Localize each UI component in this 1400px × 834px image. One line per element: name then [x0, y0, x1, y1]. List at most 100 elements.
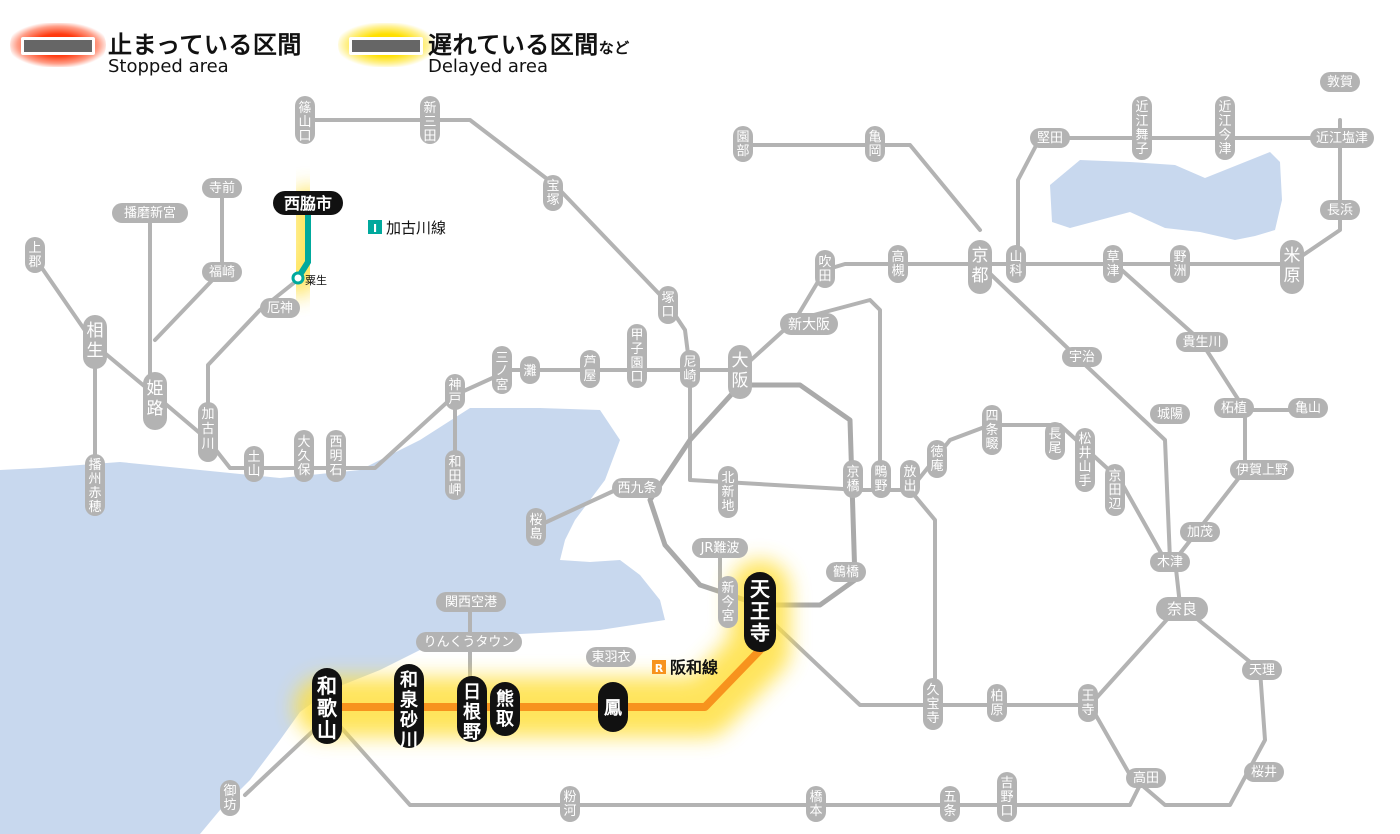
- station-tennoji[interactable]: 天王寺: [744, 572, 776, 652]
- station-nishikujo[interactable]: 西九条: [612, 478, 662, 498]
- station-kizu[interactable]: 木津: [1150, 552, 1190, 572]
- svg-text:亀岡: 亀岡: [868, 130, 881, 159]
- station-gojo[interactable]: 五条: [940, 786, 960, 822]
- station-oji[interactable]: 王寺: [1078, 684, 1098, 722]
- station-kibukawa[interactable]: 貴生川: [1176, 332, 1228, 352]
- station-kameyama[interactable]: 亀山: [1288, 398, 1328, 418]
- station-takada[interactable]: 高田: [1126, 768, 1166, 788]
- svg-text:三ノ宮: 三ノ宮: [495, 351, 508, 393]
- station-wadamisaki[interactable]: 和田岬: [445, 450, 465, 500]
- station-maibara[interactable]: 米原: [1280, 240, 1304, 294]
- station-kyoto[interactable]: 京都: [968, 240, 992, 294]
- station-yashiro[interactable]: 厄神: [260, 298, 300, 318]
- legend-delayed: 遅れている区間など Delayed area: [330, 15, 670, 77]
- station-joyo[interactable]: 城陽: [1150, 404, 1190, 424]
- station-ashiya[interactable]: 芦屋: [580, 350, 600, 388]
- station-kyotanabe[interactable]: 京田辺: [1105, 464, 1125, 516]
- station-wakayama[interactable]: 和歌山: [312, 668, 342, 744]
- station-sakurai[interactable]: 桜井: [1244, 762, 1284, 782]
- station-shinsanda[interactable]: 新三田: [420, 96, 440, 144]
- svg-text:京都: 京都: [972, 246, 989, 286]
- station-banshuako[interactable]: 播州赤穂: [85, 454, 105, 516]
- station-otori[interactable]: 鳳: [598, 682, 628, 732]
- station-koshienguchi[interactable]: 甲子園口: [627, 324, 647, 388]
- svg-text:米原: 米原: [1284, 246, 1301, 286]
- station-takarazuka[interactable]: 宝塚: [543, 175, 563, 211]
- station-omimaiko[interactable]: 近江舞子: [1132, 96, 1152, 160]
- svg-text:尼崎: 尼崎: [683, 355, 696, 384]
- station-himeji[interactable]: 姫路: [143, 372, 167, 430]
- station-nada[interactable]: 灘: [520, 356, 540, 384]
- station-kakogawa[interactable]: 加古川: [198, 402, 218, 462]
- station-kokawa[interactable]: 粉河: [560, 786, 580, 822]
- station-kusatsu[interactable]: 草津: [1103, 245, 1123, 283]
- svg-text:王寺: 王寺: [1081, 689, 1094, 718]
- station-kumatori[interactable]: 熊取: [490, 682, 520, 736]
- station-tsuge[interactable]: 柘植: [1214, 398, 1254, 418]
- station-hineno[interactable]: 日根野: [457, 676, 487, 743]
- station-tsuruhashi[interactable]: 鶴橋: [826, 562, 866, 582]
- station-fukusaki[interactable]: 福崎: [202, 262, 242, 282]
- station-omishiotsu[interactable]: 近江塩津: [1310, 128, 1374, 148]
- station-kyuhoji[interactable]: 久宝寺: [923, 678, 943, 730]
- station-uji[interactable]: 宇治: [1062, 347, 1102, 367]
- station-yoshinoguchi[interactable]: 吉野口: [997, 772, 1017, 822]
- line-tag-kakogawa[interactable]: I 加古川線: [368, 219, 446, 237]
- station-kamigori[interactable]: 上郡: [25, 237, 45, 273]
- station-kyobashi[interactable]: 京橋: [843, 460, 863, 498]
- station-katata[interactable]: 堅田: [1030, 128, 1070, 148]
- station-aioi[interactable]: 相生: [83, 315, 107, 369]
- station-shigino[interactable]: 鴫野: [871, 460, 891, 498]
- station-harimashingu[interactable]: 播磨新宮: [112, 203, 188, 223]
- line-tag-hanwa[interactable]: R 阪和線: [652, 658, 718, 677]
- station-kashiwara[interactable]: 柏原: [987, 684, 1007, 722]
- station-okubo[interactable]: 大久保: [294, 430, 314, 482]
- station-suita[interactable]: 吹田: [815, 250, 835, 288]
- station-yamashina[interactable]: 山科: [1006, 245, 1026, 283]
- station-tsuchiyama[interactable]: 土山: [244, 446, 264, 482]
- station-izumisunagawa[interactable]: 和泉砂川: [394, 664, 424, 751]
- legend-delayed-title-main: 遅れている区間: [428, 31, 599, 59]
- svg-text:橋本: 橋本: [809, 790, 822, 819]
- station-nara[interactable]: 奈良: [1156, 597, 1208, 621]
- station-shinimamiya[interactable]: 新今宮: [718, 576, 738, 628]
- svg-text:大阪: 大阪: [732, 351, 749, 391]
- station-nishiwakishi[interactable]: 西脇市: [273, 191, 343, 215]
- station-kitashinchi[interactable]: 北新地: [718, 466, 738, 518]
- svg-text:天理: 天理: [1249, 663, 1275, 678]
- svg-text:天王寺: 天王寺: [750, 577, 771, 645]
- svg-text:敦賀: 敦賀: [1327, 74, 1353, 90]
- station-igaueno[interactable]: 伊賀上野: [1230, 460, 1294, 480]
- station-tsuruga[interactable]: 敦賀: [1320, 72, 1360, 92]
- station-gobo[interactable]: 御坊: [220, 780, 240, 816]
- station-tenri[interactable]: 天理: [1242, 660, 1282, 680]
- station-omiimazu[interactable]: 近江今津: [1215, 96, 1235, 160]
- station-tokuan[interactable]: 徳庵: [927, 440, 947, 478]
- station-kansaikuko[interactable]: 関西空港: [436, 592, 506, 612]
- station-kobe[interactable]: 神戸: [445, 374, 465, 410]
- station-sonobe[interactable]: 園部: [733, 126, 753, 162]
- station-nagahama[interactable]: 長浜: [1320, 200, 1360, 220]
- station-sasayamaguchi[interactable]: 篠山口: [295, 96, 315, 144]
- station-tsukaguchi[interactable]: 塚口: [658, 286, 678, 324]
- station-shinosaka[interactable]: 新大阪: [780, 313, 838, 335]
- station-osaka[interactable]: 大阪: [728, 345, 752, 399]
- svg-text:土山: 土山: [247, 450, 260, 479]
- station-teramae[interactable]: 寺前: [202, 178, 242, 198]
- station-sakurajima[interactable]: 桜島: [526, 508, 546, 546]
- station-higashihagoromo[interactable]: 東羽衣: [586, 647, 636, 667]
- station-hashimoto[interactable]: 橋本: [806, 786, 826, 822]
- station-kameoka[interactable]: 亀岡: [865, 126, 885, 162]
- station-amagasaki[interactable]: 尼崎: [680, 350, 700, 388]
- station-takatsuki[interactable]: 高槻: [888, 245, 908, 283]
- station-shijonawate[interactable]: 四条畷: [982, 405, 1002, 455]
- station-nagao[interactable]: 長尾: [1045, 422, 1065, 460]
- station-jrnamba[interactable]: JR難波: [692, 538, 748, 558]
- station-sannomiya[interactable]: 三ノ宮: [492, 346, 512, 394]
- station-nishiakashi[interactable]: 西明石: [326, 430, 346, 482]
- station-hanaten[interactable]: 放出: [900, 460, 920, 498]
- station-rinkutown[interactable]: りんくうタウン: [416, 632, 522, 652]
- station-matsuiyamate[interactable]: 松井山手: [1075, 428, 1095, 492]
- station-yasu[interactable]: 野洲: [1170, 245, 1190, 283]
- station-kamo[interactable]: 加茂: [1180, 522, 1220, 542]
